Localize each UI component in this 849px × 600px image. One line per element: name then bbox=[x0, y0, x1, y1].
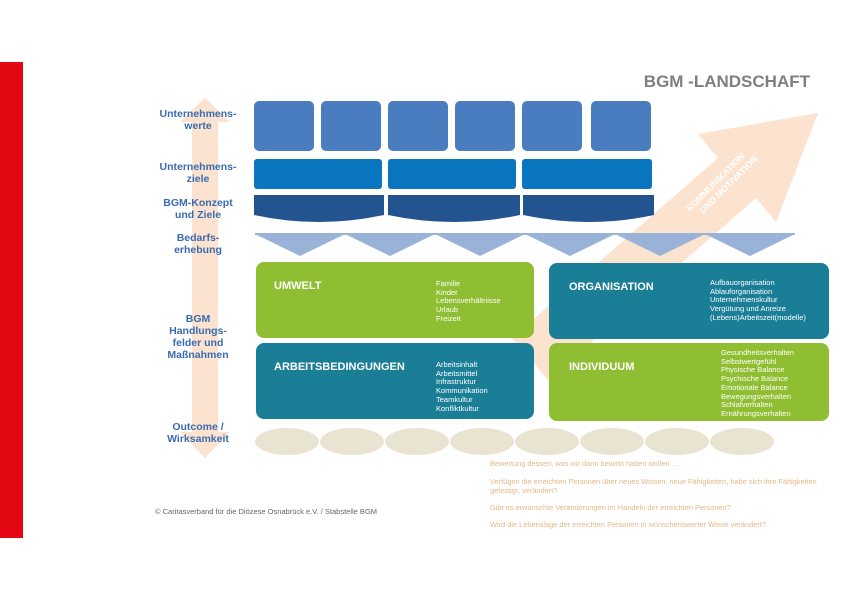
red-accent-bar bbox=[0, 62, 23, 538]
panel-organisation: ORGANISATION Aufbauorganisation Ablaufor… bbox=[549, 263, 829, 339]
panel-items: Arbeitsinhalt Arbeitsmittel Infrastruktu… bbox=[436, 360, 488, 413]
outcome-question: Wird die Lebenslage der erreichten Perso… bbox=[490, 520, 766, 529]
ziele-box bbox=[254, 159, 382, 189]
label-bgm-konzept: BGM-Konzept und Ziele bbox=[163, 197, 233, 221]
copyright-notice: © Caritasverband für die Diözese Osnabrü… bbox=[155, 507, 378, 516]
bedarfs-triangles bbox=[255, 234, 795, 256]
label-handlungsfelder: BGM Handlungs- felder und Maßnahmen bbox=[167, 313, 229, 361]
konzept-box bbox=[254, 195, 384, 222]
panel-items: Aufbauorganisation Ablauforganisation Un… bbox=[710, 278, 806, 322]
werte-box bbox=[591, 101, 651, 151]
panel-title: ORGANISATION bbox=[569, 281, 654, 293]
outcome-oval bbox=[515, 428, 579, 455]
ziele-box bbox=[388, 159, 516, 189]
panel-items: Gesundheitsverhalten Selbstwertgefühl Ph… bbox=[721, 348, 794, 418]
label-bedarfserhebung: Bedarfs- erhebung bbox=[174, 232, 222, 256]
outcome-oval bbox=[255, 428, 319, 455]
ziele-box bbox=[522, 159, 652, 189]
panel-items: Familie Kinder Lebensverhältnisse Urlaub… bbox=[436, 279, 501, 323]
werte-box bbox=[522, 101, 582, 151]
label-outcome: Outcome / Wirksamkeit bbox=[167, 421, 229, 445]
panel-title: ARBEITSBEDINGUNGEN bbox=[274, 361, 405, 373]
outcome-oval bbox=[385, 428, 449, 455]
outcome-oval bbox=[580, 428, 644, 455]
werte-box bbox=[321, 101, 381, 151]
panel-title: INDIVIDUUM bbox=[569, 361, 635, 373]
konzept-box bbox=[388, 195, 520, 222]
page-title: BGM -LANDSCHAFT bbox=[643, 72, 810, 91]
panel-umwelt: UMWELT Familie Kinder Lebensverhältnisse… bbox=[256, 262, 534, 338]
outcome-question: Gibt es erwünschte Veränderungen im Hand… bbox=[490, 503, 731, 512]
outcome-oval bbox=[710, 428, 774, 455]
werte-box bbox=[254, 101, 314, 151]
konzept-box bbox=[523, 195, 654, 222]
outcome-question: Verfügen die erreichten Personen über ne… bbox=[490, 477, 817, 495]
outcome-oval bbox=[450, 428, 514, 455]
vertical-arrow bbox=[180, 98, 230, 458]
label-unternehmensziele: Unternehmens- ziele bbox=[159, 161, 237, 185]
outcome-question: Bewertung dessen, was wir dann bewirkt h… bbox=[490, 459, 682, 468]
panel-individuum: INDIVIDUUM Gesundheitsverhalten Selbstwe… bbox=[549, 343, 829, 421]
outcome-oval bbox=[645, 428, 709, 455]
outcome-oval bbox=[320, 428, 384, 455]
werte-box bbox=[455, 101, 515, 151]
label-unternehmenswerte: Unternehmens- werte bbox=[159, 108, 237, 132]
werte-box bbox=[388, 101, 448, 151]
panel-title: UMWELT bbox=[274, 280, 322, 292]
panel-arbeitsbedingungen: ARBEITSBEDINGUNGEN Arbeitsinhalt Arbeits… bbox=[256, 343, 534, 419]
